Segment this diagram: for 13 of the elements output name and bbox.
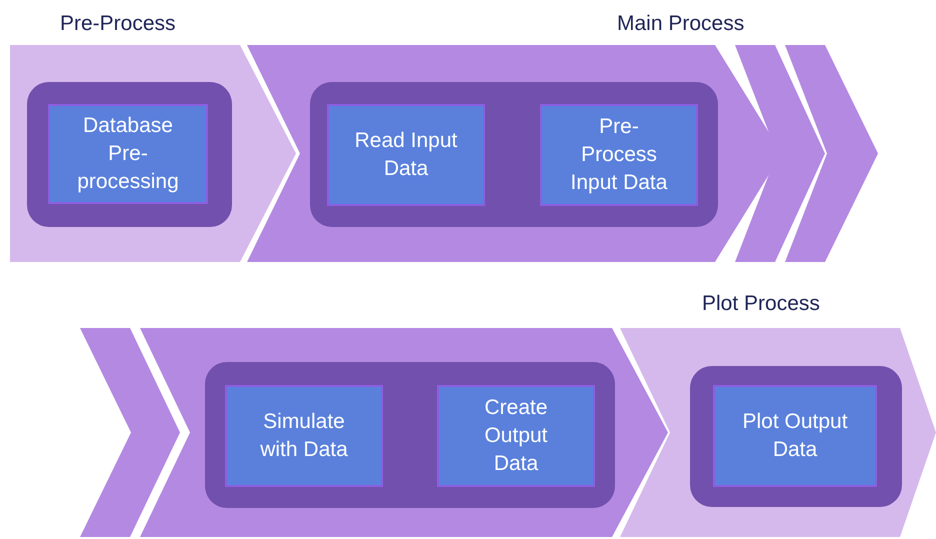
- band-heading: Main Process: [617, 11, 744, 37]
- group-panel: [690, 366, 902, 507]
- band-heading: Pre-Process: [60, 11, 176, 37]
- process-label: Plot Output Data: [741, 409, 849, 463]
- group-panel: [27, 82, 232, 227]
- process-label: Simulate with Data: [259, 409, 349, 463]
- band-heading: Plot Process: [702, 291, 820, 317]
- process-label: Read Input Data: [354, 128, 458, 182]
- process-label: Database Pre-processing: [76, 113, 180, 195]
- group-panel: [310, 82, 718, 227]
- group-panel: [205, 362, 615, 508]
- process-label: Create Output Data: [483, 395, 549, 477]
- process-label: Pre-Process Input Data: [570, 114, 668, 196]
